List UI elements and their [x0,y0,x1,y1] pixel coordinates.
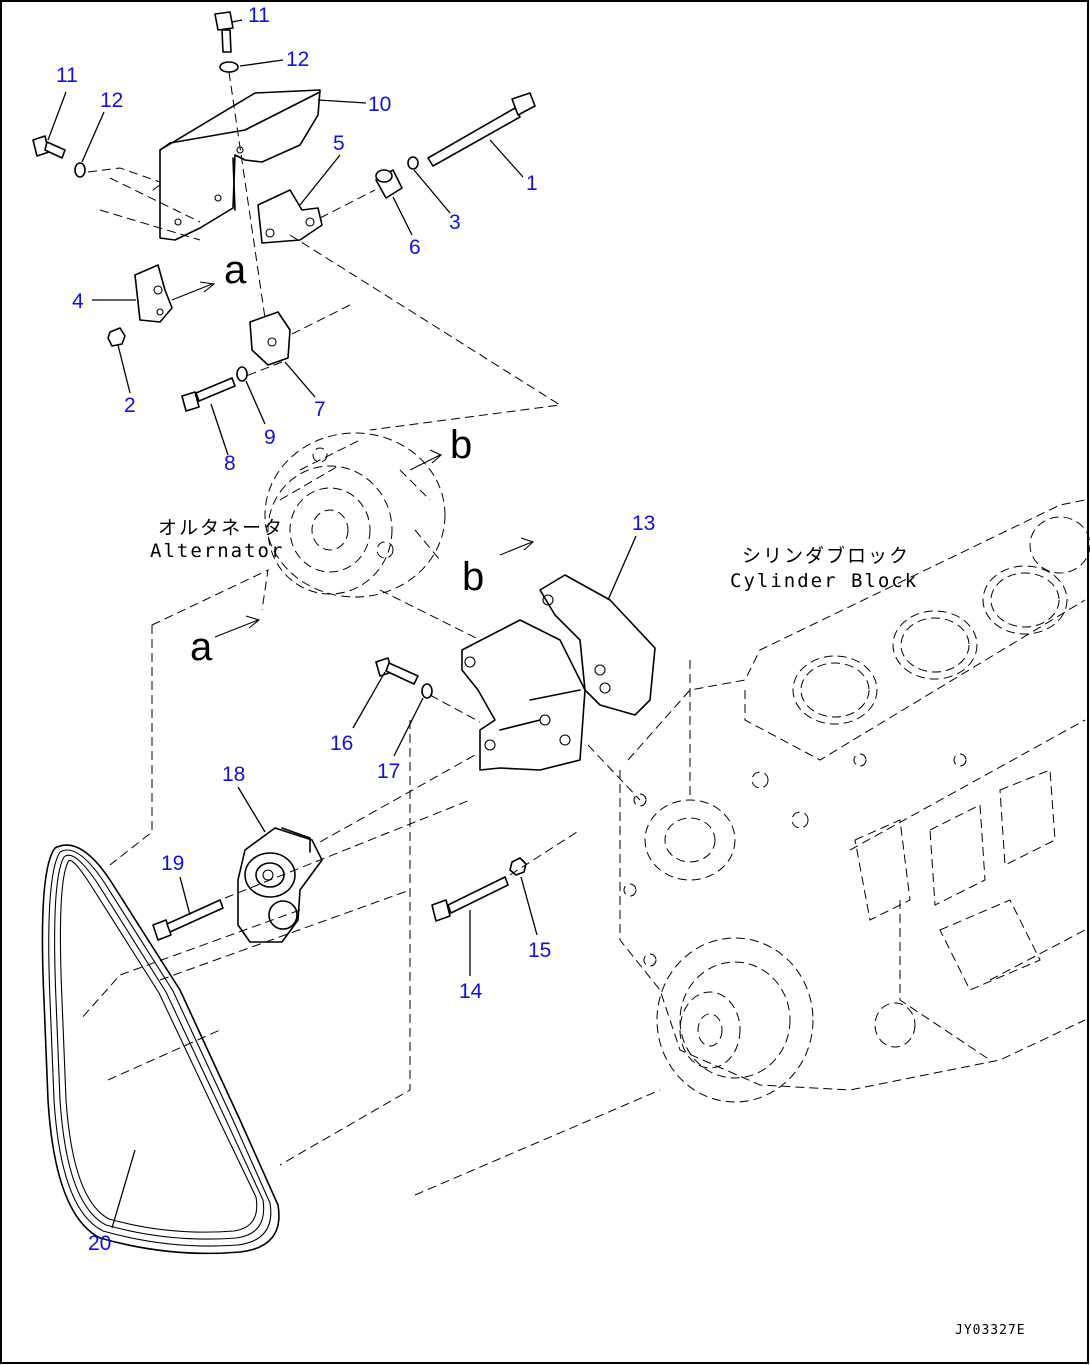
part-number: 7 [314,398,326,421]
bolt-14 [431,876,509,922]
part-number: 9 [264,426,276,449]
part-number: 8 [224,452,236,475]
cylinder-block-label-en: Cylinder Block [730,570,918,592]
washer-12-top [219,61,239,73]
callout-leaders [47,19,637,1229]
part-number: 12 [286,48,309,71]
cylinder-block-drawing [619,499,1090,1103]
washer-17 [421,683,433,699]
washer-12-left [74,162,86,178]
bolt-8 [181,377,236,412]
block-7 [249,311,291,366]
view-marker-a: a [224,248,247,292]
figure-code: JY03327E [955,1323,1026,1338]
view-marker-b: b [450,423,472,467]
bolt-1 [427,92,536,167]
bolt-11-left [32,135,66,159]
view-arrows [171,281,535,638]
part-number: 17 [377,760,400,783]
part-number: 11 [248,4,270,27]
part-number: 11 [56,64,78,87]
bolt-11-top [214,11,234,53]
part-number: 1 [526,172,538,195]
spacer-6 [375,169,403,199]
belt-20 [41,844,280,1255]
bolt-19 [152,899,224,941]
component-labels: オルタネータ Alternator シリンダブロック Cylinder Bloc… [150,517,918,592]
bracket-4 [134,264,173,323]
part-numbers: 1 2 3 4 5 6 7 8 9 10 11 11 12 12 13 14 1… [56,4,655,1255]
view-markers: a b b a [190,248,484,669]
cylinder-block-label-jp: シリンダブロック [742,544,910,567]
part-number: 14 [459,980,483,1003]
nut-15 [509,857,527,876]
view-marker-a: a [190,625,213,669]
washer-9 [236,366,248,382]
alternator-drawing [264,432,446,598]
cover-plate [159,89,321,241]
tensioner-18 [237,827,323,943]
bracket-5 [257,189,323,244]
part-number: 20 [88,1232,111,1255]
assembly-lines [79,71,691,1196]
washer-3 [407,156,419,170]
nut-2 [107,327,126,347]
part-number: 5 [333,132,345,155]
part-number: 19 [161,852,184,875]
alternator-label-jp: オルタネータ [158,517,284,539]
part-number: 18 [222,763,245,786]
part-number: 4 [72,290,84,313]
alternator-label-en: Alternator [150,540,284,562]
mount-bracket-13 [461,574,656,771]
part-number: 6 [409,236,421,259]
part-number: 10 [368,93,391,116]
bolt-16 [375,657,419,685]
part-number: 3 [449,211,461,234]
part-number: 12 [100,89,123,112]
part-number: 2 [124,394,136,417]
part-number: 13 [632,512,655,535]
part-number: 15 [528,939,551,962]
part-number: 16 [330,732,353,755]
view-marker-b: b [462,555,484,599]
